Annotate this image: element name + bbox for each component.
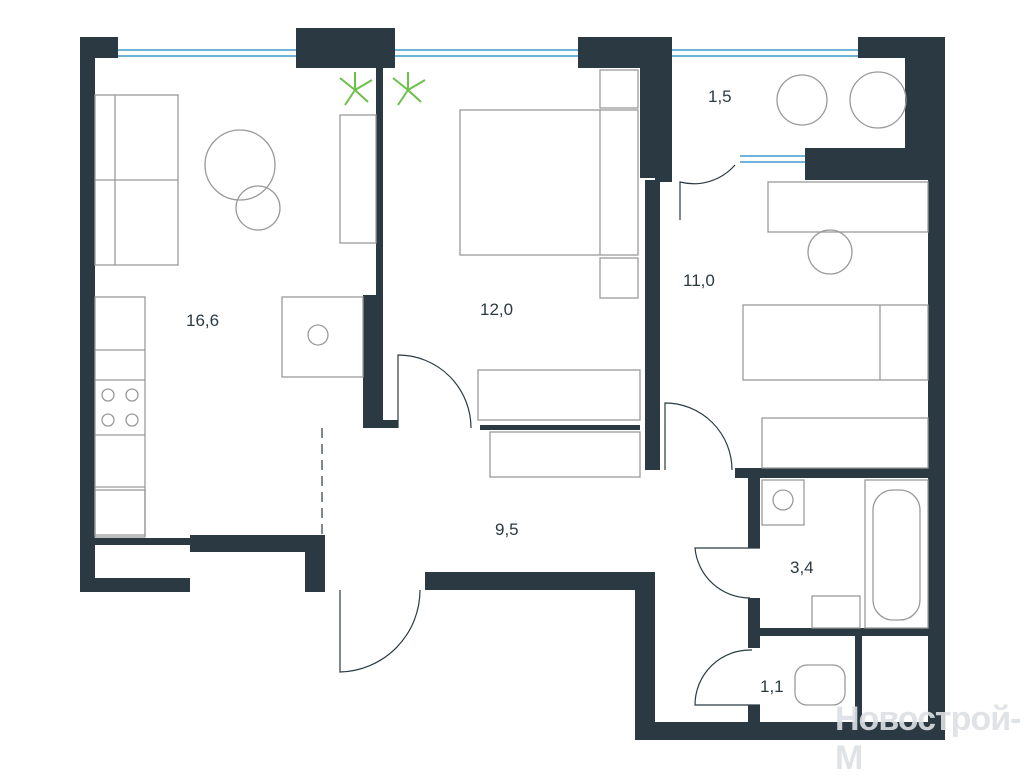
furniture	[94, 69, 929, 706]
doors	[321, 164, 760, 706]
room-area-toilet: 1,1	[760, 677, 784, 696]
plants	[339, 72, 426, 106]
room-area-living-kitchen: 16,6	[186, 311, 220, 330]
room-area-bathroom: 3,4	[790, 558, 814, 577]
walls	[80, 28, 945, 740]
watermark: Новострой-М	[835, 700, 1021, 777]
room-area-balcony: 1,5	[708, 87, 732, 106]
windows	[118, 49, 858, 163]
room-area-hallway: 9,5	[495, 520, 519, 539]
room-area-bedroom-1: 12,0	[480, 300, 514, 319]
room-area-bedroom-2: 11,0	[683, 271, 715, 290]
